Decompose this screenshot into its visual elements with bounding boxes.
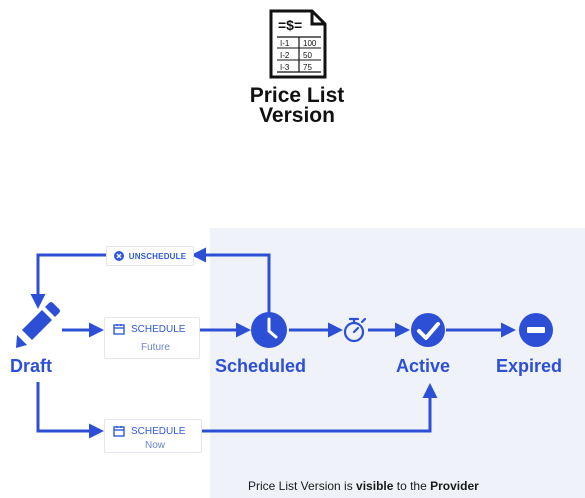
unschedule-return-connector xyxy=(30,253,106,309)
calendar-icon xyxy=(113,426,125,437)
doc-row-item: I-3 xyxy=(280,63,290,72)
schedule-future-sublabel: Future xyxy=(141,342,170,353)
cancel-circle-icon xyxy=(113,251,124,261)
calendar-icon xyxy=(113,324,125,335)
footer-visible: visible xyxy=(356,479,394,493)
doc-row-item: I-2 xyxy=(280,51,290,60)
document-title-line1: Price List xyxy=(249,84,345,107)
document-title: Price List Version xyxy=(222,84,372,127)
clock-icon xyxy=(251,312,287,348)
footer-provider: Provider xyxy=(430,479,479,493)
stage-draft: Draft xyxy=(10,356,53,376)
minus-circle-icon xyxy=(519,313,553,347)
doc-row-price: 50 xyxy=(303,51,312,60)
stage-scheduled: Scheduled xyxy=(215,356,307,376)
pencil-icon xyxy=(16,302,60,348)
stage-expired: Expired xyxy=(496,356,563,376)
doc-row-price: 75 xyxy=(303,63,312,72)
unschedule-label: UNSCHEDULE xyxy=(128,251,187,261)
schedule-now-to-active-connector xyxy=(200,383,438,433)
visibility-note: Price List Version is visible to the Pro… xyxy=(248,479,479,493)
timer-icon xyxy=(343,317,367,343)
doc-row-item: I-1 xyxy=(280,39,290,48)
schedule-future-button[interactable]: SCHEDULE Future xyxy=(104,317,200,359)
unschedule-button[interactable]: UNSCHEDULE xyxy=(106,246,194,266)
price-list-document-icon: =$= I-1 100 I-2 50 I-3 75 xyxy=(269,9,327,79)
check-circle-icon xyxy=(411,313,445,347)
doc-row-price: 100 xyxy=(303,39,317,48)
schedule-now-label: SCHEDULE xyxy=(131,425,186,437)
footer-middle: to the xyxy=(393,479,431,493)
unschedule-connector xyxy=(191,247,271,314)
stage-active: Active xyxy=(396,356,451,376)
visibility-panel xyxy=(210,228,585,498)
footer-prefix: Price List Version is xyxy=(248,479,357,493)
draft-to-schedule-now-connector xyxy=(36,382,104,439)
document-title-line2: Version xyxy=(259,104,335,127)
schedule-future-label: SCHEDULE xyxy=(131,323,186,335)
schedule-now-button[interactable]: SCHEDULE Now xyxy=(104,419,202,453)
schedule-now-sublabel: Now xyxy=(145,440,166,451)
doc-header: =$= xyxy=(278,17,302,33)
